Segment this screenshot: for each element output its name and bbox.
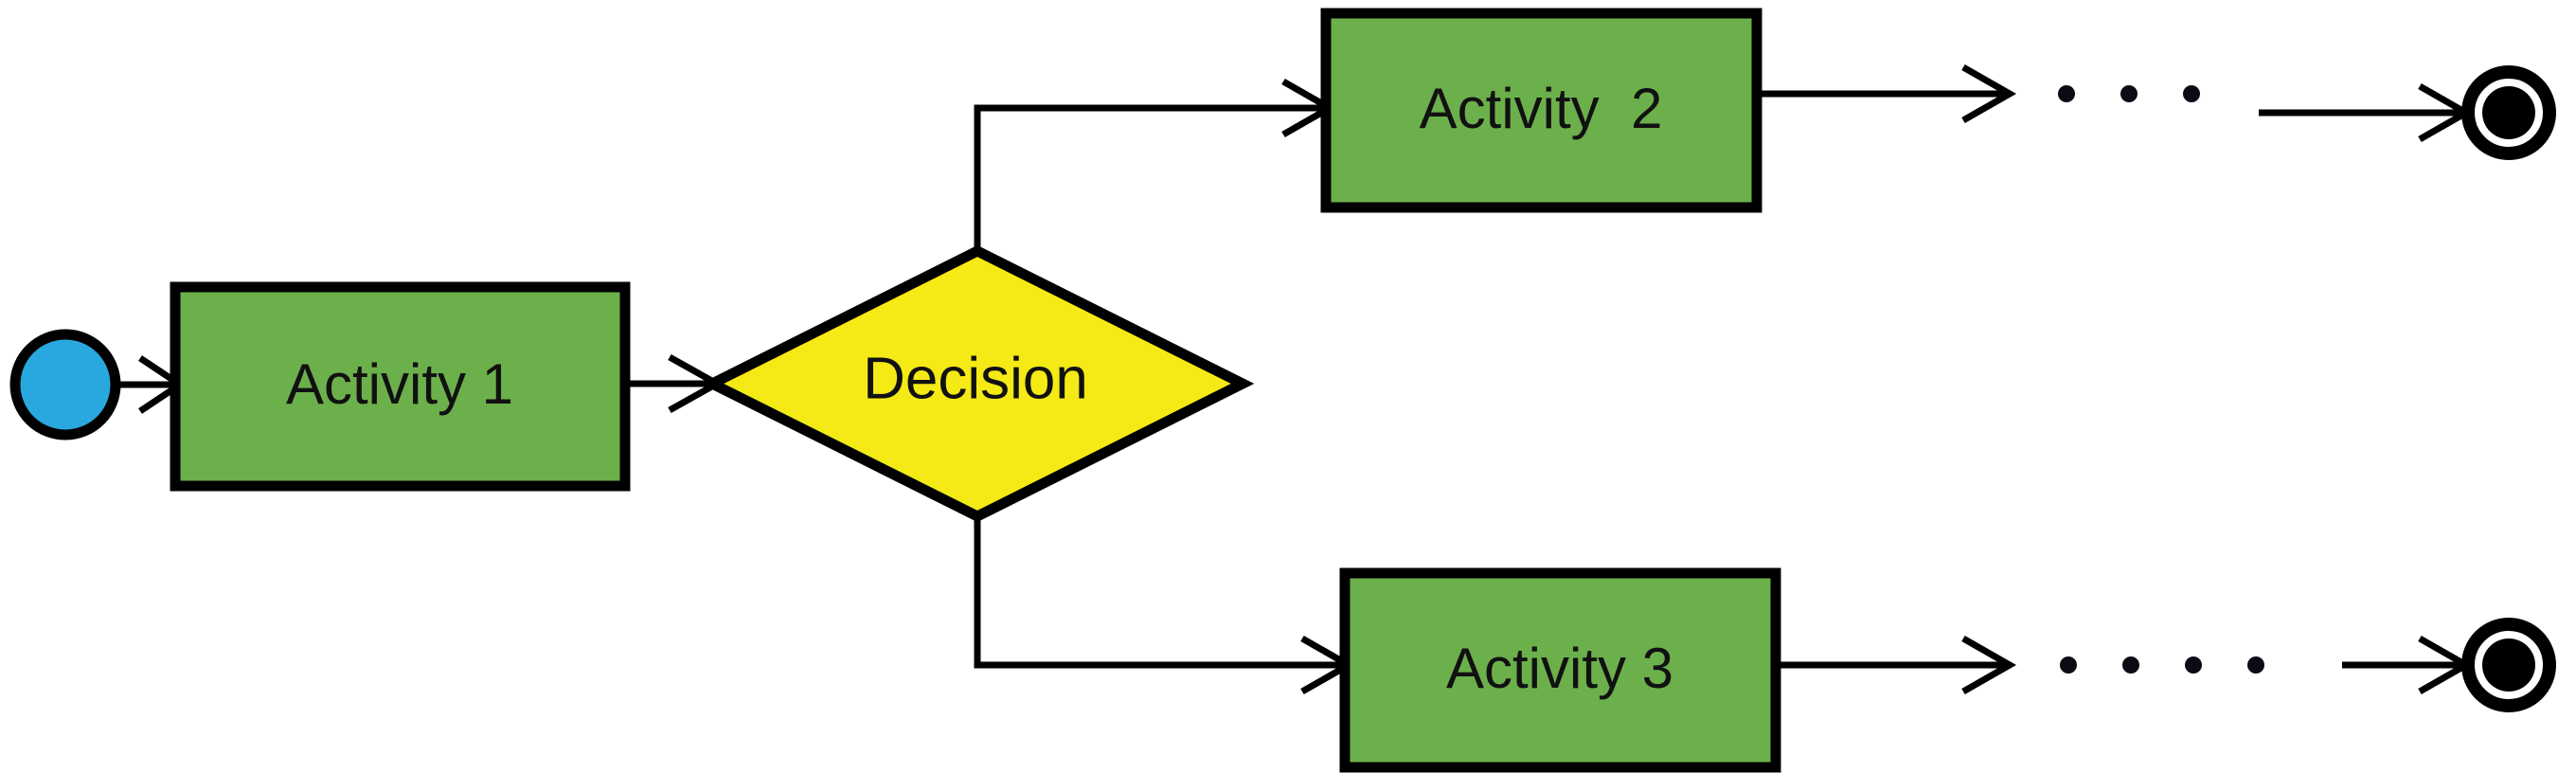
edge-activity3-to-ellipsis [1773,635,2017,695]
ellipsis-bottom [2060,656,2264,674]
start-node[interactable] [9,329,121,440]
ellipsis-top [2058,85,2200,102]
activity-3-label: Activity 3 [1446,637,1673,700]
edge-activity2-to-ellipsis [1754,63,2017,124]
activity-2[interactable]: Activity 2 [1320,8,1762,213]
end-node-top[interactable] [2461,65,2556,160]
edge-ellipsis-to-end-bottom [2342,635,2474,695]
activity-1-label: Activity 1 [286,352,513,416]
activity-1[interactable]: Activity 1 [170,281,631,492]
edge-decision-to-activity2 [974,78,1337,254]
activity-2-label: Activity 2 [1420,77,1663,140]
decision-node-label: Decision [863,346,1088,411]
activity-3[interactable]: Activity 3 [1339,567,1781,773]
end-node-bottom[interactable] [2461,618,2556,712]
edge-decision-to-activity3 [974,514,1356,695]
decision-node[interactable]: Decision [700,244,1255,523]
edge-ellipsis-to-end-top [2259,82,2474,143]
